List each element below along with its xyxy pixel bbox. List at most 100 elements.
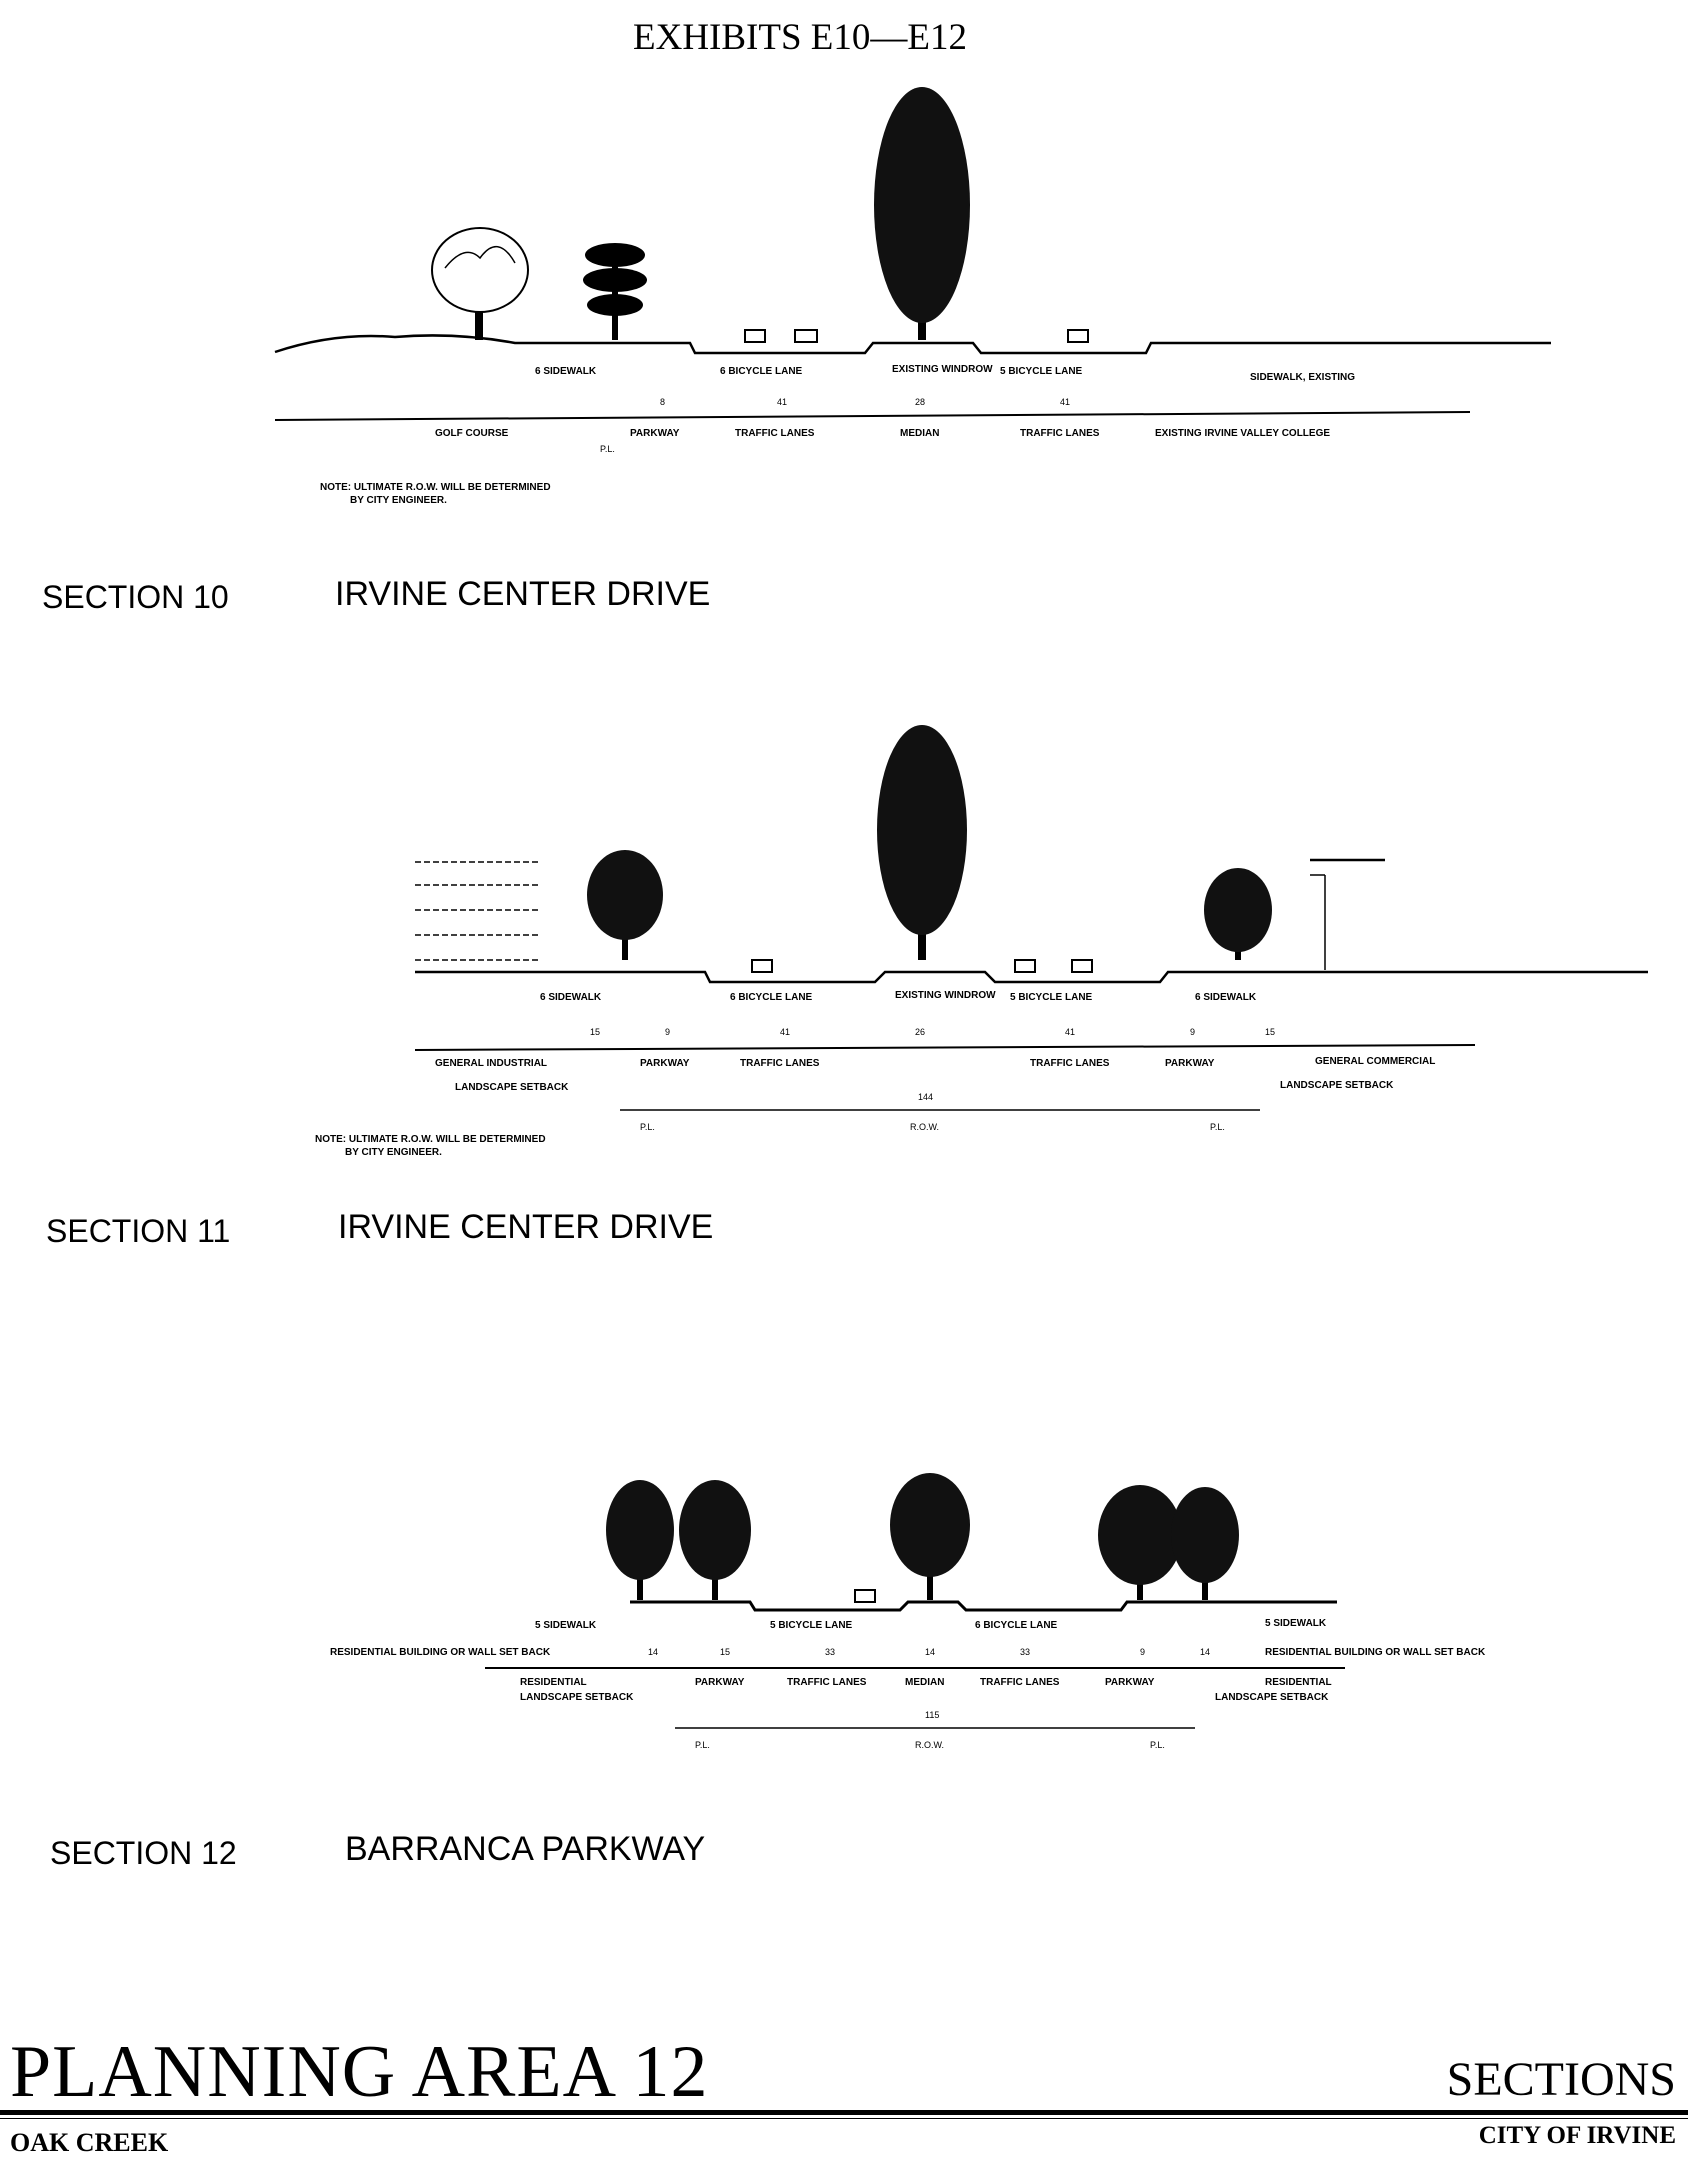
setback-left: LANDSCAPE SETBACK (455, 1082, 569, 1093)
section-10-diagram: 6 SIDEWALK 6 BICYCLE LANE EXISTING WINDR… (42, 87, 1551, 615)
zone-parkway-left: PARKWAY (640, 1058, 690, 1069)
label-sidewalk-left: 6 SIDEWALK (535, 366, 597, 377)
dim-parkway-right: 9 (1140, 1647, 1145, 1657)
pl-right: P.L. (1210, 1122, 1225, 1132)
label-sidewalk-right: 5 SIDEWALK (1265, 1618, 1327, 1629)
zone-college: EXISTING IRVINE VALLEY COLLEGE (1155, 428, 1330, 439)
row-width: 115 (925, 1710, 939, 1720)
section-12-number: SECTION 12 (50, 1835, 237, 1871)
section-12-name: BARRANCA PARKWAY (345, 1830, 705, 1868)
building-left (415, 861, 540, 961)
city-name: CITY OF IRVINE (1478, 2122, 1676, 2149)
dim-median: 26 (915, 1027, 925, 1037)
label-bicycle-right: 6 BICYCLE LANE (975, 1620, 1058, 1631)
building-right (1310, 858, 1385, 970)
setback-right: LANDSCAPE SETBACK (1280, 1080, 1394, 1091)
zone-parkway-right: PARKWAY (1165, 1058, 1215, 1069)
zone-parkway: PARKWAY (630, 428, 680, 439)
tree-right-2 (1171, 1487, 1239, 1600)
tree-left-1 (606, 1480, 674, 1600)
car-right-2 (1071, 959, 1093, 973)
tree-median (890, 1473, 970, 1600)
car-left-1 (744, 329, 766, 343)
label-sidewalk-left: 6 SIDEWALK (540, 992, 602, 1003)
section-11-name: IRVINE CENTER DRIVE (338, 1208, 713, 1246)
dim-parkway-left: 9 (665, 1027, 670, 1037)
planning-area-title: PLANNING AREA 12 (10, 2031, 709, 2113)
ground-profile (630, 1600, 1337, 1612)
section-12-diagram: 5 SIDEWALK 5 BICYCLE LANE 6 BICYCLE LANE… (50, 1473, 1486, 1871)
section-11-diagram: 6 SIDEWALK 6 BICYCLE LANE EXISTING WINDR… (46, 725, 1648, 1249)
tree-golf-course (431, 227, 529, 340)
zone-lanes-left: TRAFFIC LANES (740, 1058, 820, 1069)
dim-lanes-right: 41 (1060, 397, 1070, 407)
label-bicycle-left: 5 BICYCLE LANE (770, 1620, 853, 1631)
row-width: 144 (918, 1092, 933, 1102)
ground-profile (274, 334, 1551, 355)
zone-commercial: GENERAL COMMERCIAL (1315, 1056, 1435, 1067)
zone-industrial: GENERAL INDUSTRIAL (435, 1058, 547, 1069)
exhibit-title: EXHIBITS E10—E12 (633, 17, 967, 58)
dim-setback-left: 15 (590, 1027, 600, 1037)
tree-parkway (583, 243, 647, 340)
tree-left-2 (679, 1480, 751, 1600)
zone-lanes-left: TRAFFIC LANES (787, 1677, 867, 1688)
note-line-1: NOTE: ULTIMATE R.O.W. WILL BE DETERMINED (315, 1134, 546, 1145)
label-sidewalk-right: 6 SIDEWALK (1195, 992, 1257, 1003)
tree-left-parkway (587, 850, 663, 960)
car-right-1 (1014, 959, 1036, 973)
label-bicycle-left: 6 BICYCLE LANE (730, 992, 813, 1003)
tree-right-parkway (1204, 868, 1272, 960)
setback-building-left: RESIDENTIAL BUILDING OR WALL SET BACK (330, 1647, 551, 1658)
car-left (854, 1589, 876, 1603)
dim-lanes-right: 41 (1065, 1027, 1075, 1037)
car-left-2 (794, 329, 818, 343)
section-11-number: SECTION 11 (46, 1213, 230, 1249)
dim-lanes-left: 41 (780, 1027, 790, 1037)
zone-lanes-left: TRAFFIC LANES (735, 428, 815, 439)
sections-heading: SECTIONS (1446, 2053, 1676, 2106)
label-sidewalk-right: SIDEWALK, EXISTING (1250, 372, 1355, 383)
pl-left: P.L. (640, 1122, 655, 1132)
footer-rule-thin (0, 2118, 1688, 2119)
ground-profile (415, 970, 1648, 984)
zone-parkway-left: PARKWAY (695, 1677, 745, 1688)
label-median-tree: EXISTING WINDROW (892, 364, 993, 375)
zone-lanes-right: TRAFFIC LANES (1020, 428, 1100, 439)
dim-lanes-right: 33 (1020, 1647, 1030, 1657)
car-right (1067, 329, 1089, 343)
dim-lanes-left: 41 (777, 397, 787, 407)
row-line (414, 1044, 1476, 1051)
pl-left: P.L. (695, 1740, 710, 1750)
section-10-name: IRVINE CENTER DRIVE (335, 575, 710, 613)
zone-land-left: LANDSCAPE SETBACK (520, 1692, 634, 1703)
car-left-1 (751, 959, 773, 973)
tree-right-1 (1098, 1485, 1182, 1600)
row-line (274, 411, 1471, 421)
zone-lanes-right: TRAFFIC LANES (980, 1677, 1060, 1688)
note-line-2: BY CITY ENGINEER. (350, 495, 447, 506)
zone-res-left: RESIDENTIAL (520, 1677, 587, 1688)
tree-median-windrow (877, 725, 967, 960)
dim-lanes-left: 33 (825, 1647, 835, 1657)
zone-golf: GOLF COURSE (435, 428, 509, 439)
pl-right: P.L. (1150, 1740, 1165, 1750)
label-bicycle-right: 5 BICYCLE LANE (1010, 992, 1093, 1003)
pl-label: P.L. (600, 444, 615, 454)
note-line-1: NOTE: ULTIMATE R.O.W. WILL BE DETERMINED (320, 482, 551, 493)
zone-parkway-right: PARKWAY (1105, 1677, 1155, 1688)
community-name: OAK CREEK (10, 2128, 169, 2157)
footer-rule-thick (0, 2110, 1688, 2115)
tree-median-windrow (874, 87, 970, 340)
label-median-tree: EXISTING WINDROW (895, 990, 996, 1001)
zone-median: MEDIAN (900, 428, 939, 439)
label-sidewalk-left: 5 SIDEWALK (535, 1620, 597, 1631)
zone-res-right: RESIDENTIAL (1265, 1677, 1332, 1688)
zone-median: MEDIAN (905, 1677, 944, 1688)
zone-lanes-right: TRAFFIC LANES (1030, 1058, 1110, 1069)
dim-median: 14 (925, 1647, 935, 1657)
dim-median: 28 (915, 397, 925, 407)
note-line-2: BY CITY ENGINEER. (345, 1147, 442, 1158)
row-label: R.O.W. (915, 1740, 944, 1750)
dim-setback-right: 14 (1200, 1647, 1210, 1657)
